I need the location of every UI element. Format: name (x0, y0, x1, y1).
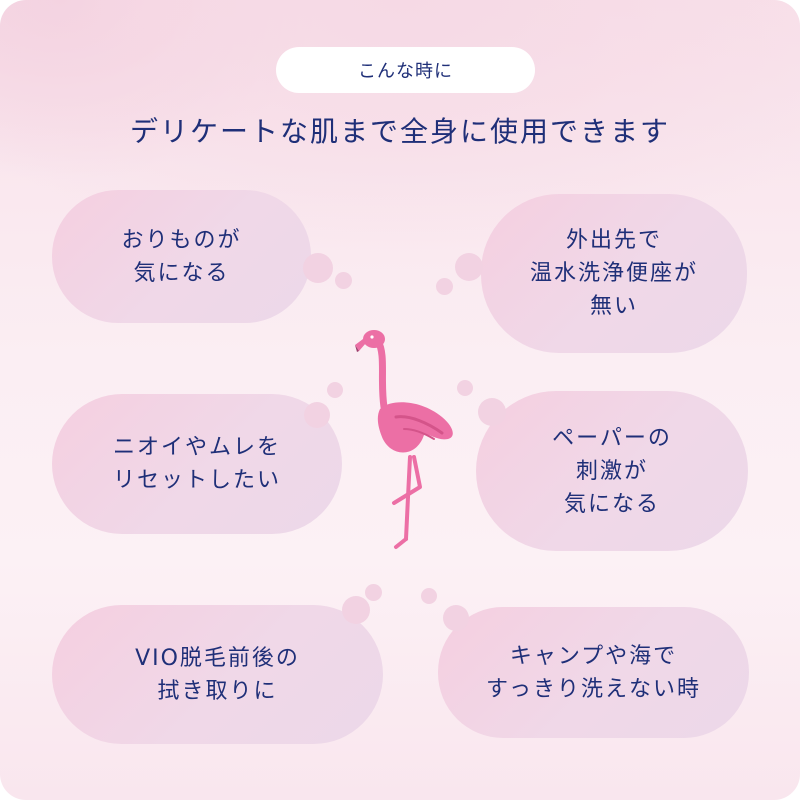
thought-dot (478, 398, 506, 426)
section-tag-label: こんな時に (358, 61, 453, 82)
situation-bubble-2: 外出先で 温水洗浄便座が 無い (481, 194, 747, 353)
bubble-line: 気になる (133, 260, 230, 286)
thought-dot (421, 588, 437, 604)
thought-dot (365, 584, 382, 601)
bubble-line: 温水洗浄便座が (529, 261, 698, 286)
thought-dot (303, 253, 333, 283)
page-title: デリケートな肌まで全身に使用できます (129, 115, 670, 148)
flamingo-icon (355, 330, 453, 549)
bubble-line: おりものが (121, 227, 242, 253)
bubble-line: 刺激が (575, 458, 648, 484)
bubble-line: 無い (589, 294, 638, 319)
bubble-line: ニオイやムレを (112, 435, 281, 460)
thought-dot (304, 402, 330, 428)
thought-dot (342, 596, 370, 624)
bubble-line: キャンプや海で (509, 643, 678, 669)
situation-bubble-5: VIO脱毛前後の 拭き取りに (52, 605, 383, 744)
situation-bubble-6: キャンプや海で すっきり洗えない時 (438, 607, 749, 738)
situation-bubble-4: ペーパーの 刺激が 気になる (476, 391, 748, 551)
bubble-line: VIO脱毛前後の (135, 645, 300, 671)
situation-bubble-1: おりものが 気になる (52, 190, 311, 323)
thought-dot (436, 278, 453, 295)
section-tag: こんな時に (276, 47, 535, 93)
situation-bubble-3: ニオイやムレを リセットしたい (52, 394, 342, 534)
thought-dot (455, 253, 483, 281)
bubble-line: 気になる (563, 491, 660, 517)
bubble-line: ペーパーの (552, 425, 672, 451)
thought-dot (327, 382, 343, 398)
bubble-line: 拭き取りに (157, 678, 278, 704)
thought-dot (443, 605, 469, 631)
bubble-line: すっきり洗えない時 (485, 676, 702, 702)
bubble-line: 外出先で (565, 228, 662, 253)
thought-dot (335, 272, 352, 289)
thought-dot (457, 380, 473, 396)
bubble-line: リセットしたい (112, 468, 281, 493)
